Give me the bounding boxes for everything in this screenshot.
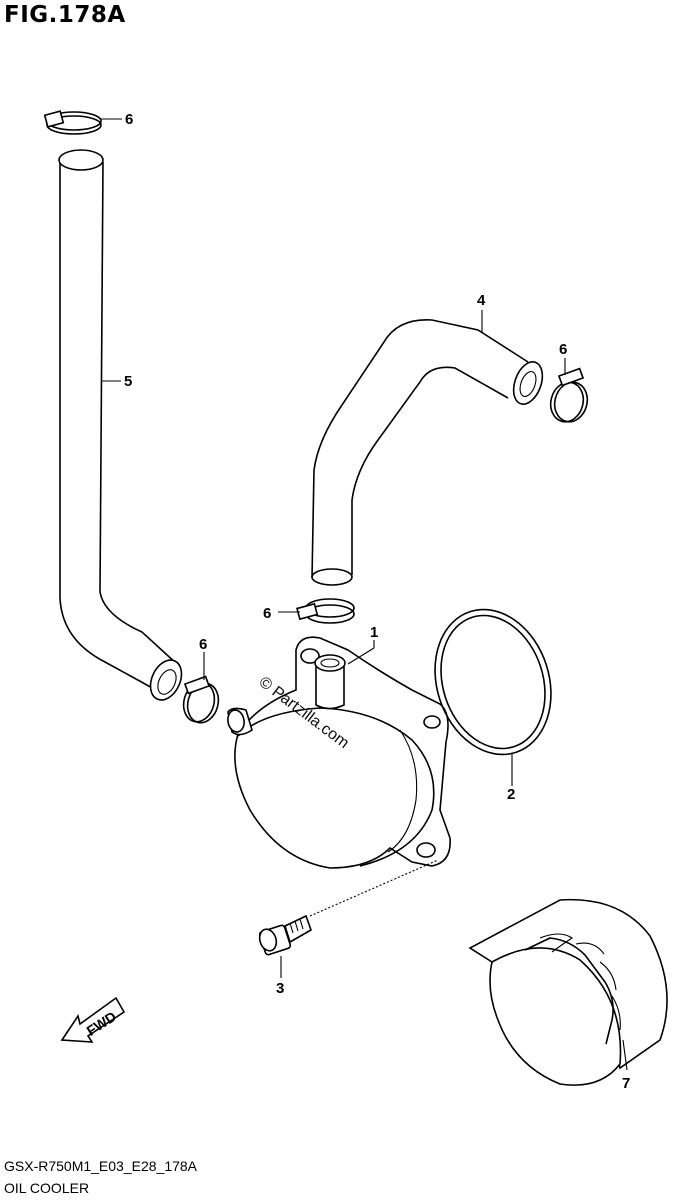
o-ring[interactable] [417,594,569,786]
clamp-middle[interactable] [278,598,355,624]
figure-title: FIG.178A [4,2,126,28]
hose-left[interactable] [58,149,188,705]
callout-6-left: 6 [199,636,208,653]
callout-3: 3 [276,980,285,997]
footer-model-code: GSX-R750M1_E03_E28_178A [4,1158,198,1174]
callout-5: 5 [124,373,133,390]
callout-4: 4 [477,292,486,309]
clamp-left[interactable] [179,652,222,726]
callout-2: 2 [507,786,516,803]
oil-cooler-body[interactable] [226,636,451,869]
clamp-right[interactable] [546,358,591,425]
callout-6-right: 6 [559,341,568,358]
callout-6-middle: 6 [263,605,272,622]
bolt[interactable] [257,859,439,978]
callout-1: 1 [370,624,379,641]
oil-filter[interactable] [468,898,668,1086]
clamp-top[interactable] [43,110,122,135]
callout-6-top: 6 [125,111,134,128]
footer-section-name: OIL COOLER [4,1180,90,1196]
hose-upper[interactable] [311,310,548,586]
callout-7: 7 [622,1075,631,1092]
fwd-arrow-icon: FWD [60,996,126,1043]
